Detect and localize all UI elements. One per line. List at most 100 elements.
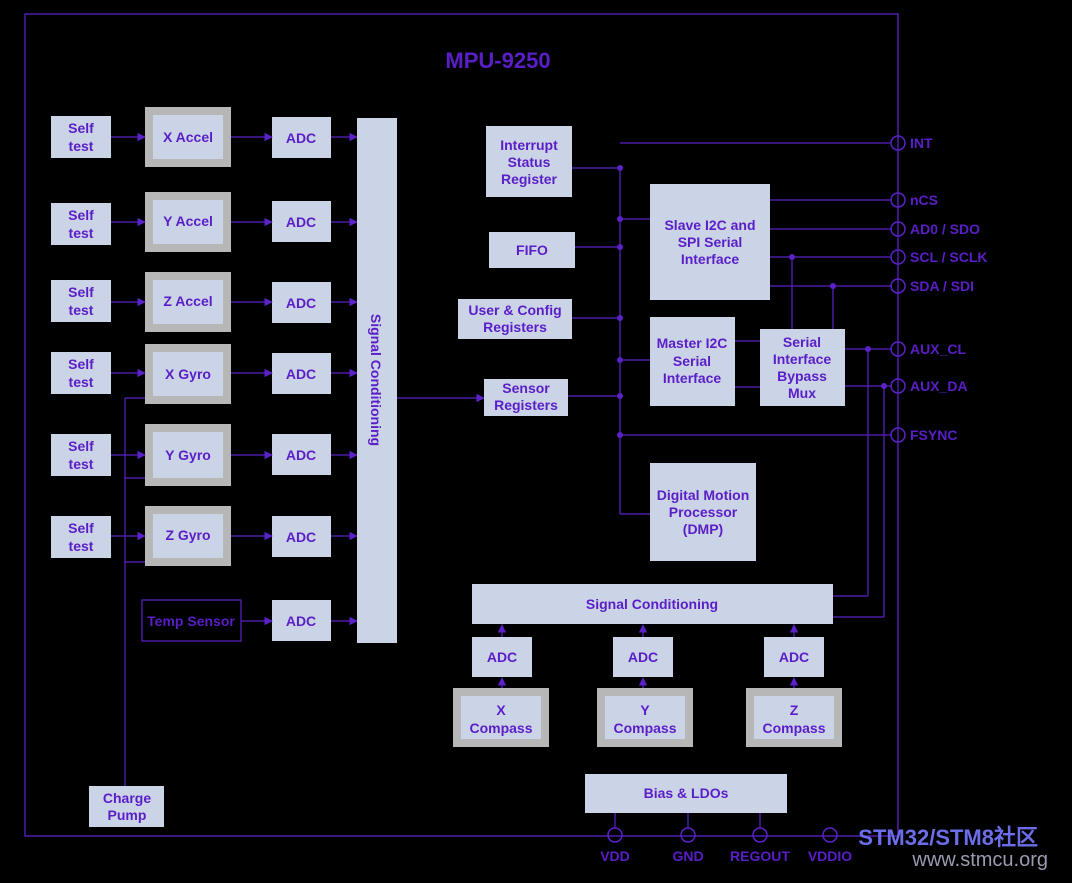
svg-text:Y: Y (640, 702, 650, 718)
svg-text:Register: Register (501, 171, 558, 187)
left-sensor-chains: Self test X Accel ADC Self test Y Accel … (51, 107, 358, 827)
svg-text:ADC: ADC (628, 649, 658, 665)
svg-text:Interface: Interface (773, 351, 832, 367)
svg-text:User & Config: User & Config (468, 302, 561, 318)
pin-label: AUX_DA (910, 378, 968, 394)
pin-label: INT (910, 135, 933, 151)
bottom-pin-label: REGOUT (730, 848, 790, 864)
bottom-pin-label: VDD (600, 848, 630, 864)
svg-text:Processor: Processor (669, 504, 738, 520)
temp-sensor-label: Temp Sensor (147, 613, 235, 629)
adc-label: ADC (286, 130, 316, 146)
svg-text:Master I2C: Master I2C (657, 335, 728, 351)
bottom-pin-label: VDDIO (808, 848, 852, 864)
svg-text:Self: Self (68, 284, 94, 300)
svg-text:Mux: Mux (788, 385, 816, 401)
svg-text:Registers: Registers (483, 319, 547, 335)
svg-text:test: test (69, 225, 94, 241)
svg-text:Interrupt: Interrupt (500, 137, 558, 153)
svg-text:Compass: Compass (762, 720, 825, 736)
svg-text:test: test (69, 302, 94, 318)
sensor-block (153, 115, 223, 159)
svg-text:SPI Serial: SPI Serial (678, 234, 743, 250)
svg-text:Bypass: Bypass (777, 368, 827, 384)
svg-text:test: test (69, 456, 94, 472)
svg-text:Interface: Interface (681, 251, 740, 267)
svg-text:Compass: Compass (613, 720, 676, 736)
svg-text:Z: Z (790, 702, 799, 718)
svg-text:ADC: ADC (286, 447, 316, 463)
fifo-label: FIFO (516, 242, 548, 258)
sensor-label: X Accel (163, 129, 213, 145)
signal-conditioning-horizontal-label: Signal Conditioning (586, 596, 718, 612)
svg-text:Self: Self (68, 207, 94, 223)
sensor-registers-block (484, 379, 568, 416)
svg-text:ADC: ADC (286, 366, 316, 382)
charge-pump-block (89, 786, 164, 827)
watermark-line2: www.stmcu.org (911, 849, 1048, 871)
pin-label: SDA / SDI (910, 278, 974, 294)
signal-conditioning-horizontal-block (472, 584, 833, 624)
svg-text:Sensor: Sensor (502, 380, 550, 396)
sensor-label: Z Gyro (165, 527, 210, 543)
right-pins: INT nCS AD0 / SDO SCL / SCLK SDA / SDI A… (890, 135, 988, 443)
svg-text:Status: Status (508, 154, 551, 170)
svg-text:Self: Self (68, 356, 94, 372)
watermark-line1: STM32/STM8社区 (858, 825, 1038, 850)
bias-ldo-block (585, 774, 787, 813)
register-blocks: Interrupt Status Register FIFO User & Co… (458, 126, 575, 416)
svg-text:Compass: Compass (469, 720, 532, 736)
adc-block (272, 117, 331, 158)
svg-text:Interface: Interface (663, 370, 722, 386)
self-test-block (51, 116, 111, 158)
svg-text:test: test (69, 374, 94, 390)
self-test-label-line2: test (69, 138, 94, 154)
slave-i2c-spi-block (650, 184, 770, 300)
sensor-label: X Gyro (165, 366, 211, 382)
compass-section: Signal Conditioning ADC X Compass ADC Y … (453, 584, 842, 747)
interface-blocks: Slave I2C and SPI Serial Interface Maste… (650, 184, 891, 618)
svg-text:X: X (496, 702, 506, 718)
svg-text:ADC: ADC (286, 295, 316, 311)
user-config-registers-block (458, 299, 572, 339)
svg-text:Self: Self (68, 438, 94, 454)
self-test-label-line1: Self (68, 120, 94, 136)
chip-title: MPU-9250 (445, 48, 550, 73)
fifo-block (489, 232, 575, 268)
bottom-pin-label: GND (672, 848, 703, 864)
bias-ldo-section: Bias & LDOs VDD GND REGOUT VDDIO (585, 774, 852, 864)
sensor-label: Y Gyro (165, 447, 211, 463)
svg-text:Registers: Registers (494, 397, 558, 413)
svg-text:Slave I2C and: Slave I2C and (664, 217, 755, 233)
svg-text:(DMP): (DMP) (683, 521, 723, 537)
sensor-label: Y Accel (163, 213, 213, 229)
svg-text:ADC: ADC (286, 214, 316, 230)
svg-text:Serial: Serial (673, 353, 711, 369)
svg-text:test: test (69, 538, 94, 554)
dmp-block (650, 463, 756, 561)
svg-text:ADC: ADC (487, 649, 517, 665)
charge-pump-label-line1: Charge (103, 790, 151, 806)
master-i2c-block (650, 317, 735, 406)
signal-conditioning-vertical-block (357, 118, 397, 643)
internal-bus (568, 142, 891, 515)
pin-label: FSYNC (910, 427, 957, 443)
pin-label: nCS (910, 192, 938, 208)
pin-label: AUX_CL (910, 341, 966, 357)
pin-label: AD0 / SDO (910, 221, 980, 237)
bias-ldo-label: Bias & LDOs (644, 785, 729, 801)
interrupt-status-register-block (486, 126, 572, 197)
chip-boundary (24, 13, 899, 837)
svg-text:ADC: ADC (779, 649, 809, 665)
svg-text:Digital Motion: Digital Motion (657, 487, 750, 503)
signal-conditioning-vertical-label: Signal Conditioning (368, 314, 384, 446)
svg-text:Self: Self (68, 520, 94, 536)
bypass-mux-block (760, 329, 845, 406)
charge-pump-label-line2: Pump (108, 807, 147, 823)
svg-text:Serial: Serial (783, 334, 821, 350)
pin-label: SCL / SCLK (910, 249, 988, 265)
sensor-label: Z Accel (163, 293, 212, 309)
svg-text:ADC: ADC (286, 613, 316, 629)
